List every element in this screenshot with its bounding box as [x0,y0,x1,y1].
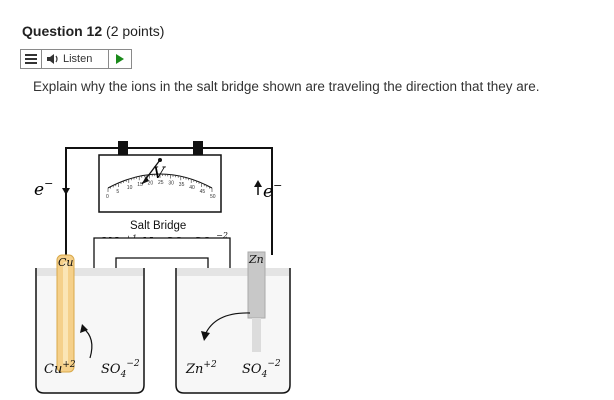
scale-label: 20 [148,181,154,187]
speaker-icon [47,54,58,64]
scale-label: 15 [137,182,143,188]
scale-label: 30 [168,181,174,187]
voltmeter-label: V [153,163,166,182]
question-header: Question 12 (2 points) [22,23,164,39]
voltmeter [98,154,222,213]
scale-label: 25 [158,180,164,186]
external-wire [65,147,273,290]
scale-label: 0 [106,194,109,200]
left-cation: Cu+2 [44,360,76,377]
scale-label: 40 [189,185,195,191]
electrode-cu-label: Cu [58,256,74,269]
scale-label: 5 [116,189,119,195]
electron-label-right: e− [263,179,282,202]
voltmeter-scale-labels: 0 5 10 15 20 25 30 35 40 45 50 [106,180,216,200]
question-prompt: Explain why the ions in the salt bridge … [33,79,540,94]
left-anion: SO4−2 [101,359,140,380]
question-title: Question 12 [22,23,103,39]
play-button[interactable] [109,50,131,68]
ion-arrow-right [204,312,251,336]
right-cation: Zn+2 [185,360,217,377]
right-anion: SO4−2 [242,359,281,380]
question-points: (2 points) [106,23,165,39]
electron-label-left: e− [34,177,53,200]
electrode-zn-label: Zn [248,253,264,266]
voltmeter-terminal-right [193,141,203,155]
listen-button[interactable]: Listen [42,50,109,68]
listen-label: Listen [63,53,93,65]
readspeaker-toolbar: Listen [20,49,132,69]
voltmeter-scale-ticks [107,174,213,192]
menu-button[interactable] [21,50,42,68]
scale-label: 45 [200,189,206,195]
scale-label: 35 [179,182,185,188]
voltmeter-terminal-left [118,141,128,155]
menu-icon [25,54,37,64]
salt-bridge-title: Salt Bridge [130,220,186,232]
scale-label: 50 [210,194,216,200]
play-icon [116,54,124,64]
scale-label: 10 [127,185,133,191]
